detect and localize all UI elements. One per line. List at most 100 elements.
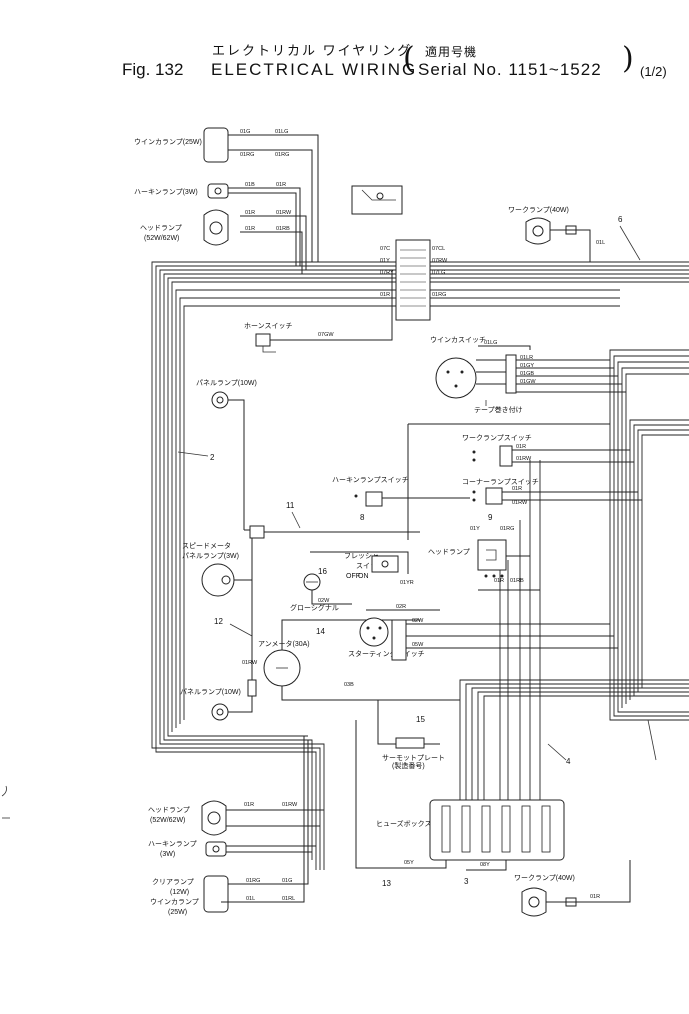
svg-text:07GW: 07GW [318,332,334,338]
svg-text:01R: 01R [590,894,600,900]
svg-text:01G: 01G [240,129,250,135]
svg-text:02W: 02W [318,598,330,604]
svg-text:01R: 01R [512,486,522,492]
svg-text:01R: 01R [380,292,390,298]
svg-text:01RB: 01RB [276,226,290,232]
svg-text:01RG: 01RG [432,292,446,298]
clear-lamp-label: クリアランプ [152,878,194,886]
winker-lamp-bottom-label: ウインカランプ [150,898,199,906]
margin-marks [1,785,10,819]
work-lamp-top-label: ワークランプ(40W) [508,206,569,214]
top-connector: 07C 07CL 01Y 07RW 07RY 07LG 01R 01RG [351,185,448,321]
svg-text:02W: 02W [412,618,424,624]
panel-lamp-lower: パネルランプ(10W) 01RW [180,560,258,721]
svg-text:01GW: 01GW [520,379,536,385]
speed-meter: スピードメータ パネルランプ(3W) [182,538,253,597]
svg-text:3: 3 [464,877,469,886]
svg-text:01L: 01L [246,896,255,902]
flasher-off-label: OFF [346,573,360,580]
main-harness-left [151,261,689,870]
svg-text:01R: 01R [245,210,255,216]
svg-text:01YR: 01YR [400,580,414,586]
svg-text:4: 4 [566,757,571,766]
japanese-title: エレクトリカル ワイヤリング [212,43,413,58]
svg-text:12: 12 [214,617,223,626]
fuse-box: ヒューズボックス 05Y 08Y 13 3 4 [355,719,657,888]
corner-lamp-switch-label: コーナーランプスイッチ [462,478,539,486]
horn-lamp-bottom-rating: (3W) [160,851,175,858]
svg-text:14: 14 [316,627,325,636]
svg-text:01R: 01R [494,578,504,584]
horn-lamp-switch-label: ハーキンランプスイッチ [332,476,409,484]
head-lamp-bottom: ヘッドランプ (52W/62W) 01R 01RW [148,800,324,836]
svg-text:8: 8 [360,513,365,522]
svg-text:07CL: 07CL [432,246,445,252]
japanese-applicable-note: 適用号機 [425,45,478,59]
figure-number: Fig. 132 [122,60,184,79]
work-lamp-bottom: ワークランプ(40W) 01R [514,860,631,917]
speed-meter-label: スピードメータ [182,541,231,550]
flasher-on-label: ON [358,573,369,580]
svg-text:01R: 01R [276,182,286,188]
svg-text:08Y: 08Y [480,862,490,868]
work-lamp-switch-label: ワークランプスイッチ [462,434,532,442]
svg-text:01RW: 01RW [282,802,298,808]
svg-text:01L: 01L [596,240,605,246]
winker-switch-label: ウインカスイッチ [430,336,486,344]
right-harness [609,349,689,721]
svg-text:01RG: 01RG [275,152,289,158]
horn-switch-label: ホーンスイッチ [244,322,293,330]
svg-text:01Y: 01Y [380,258,390,264]
svg-text:01LG: 01LG [275,129,288,135]
horn-lamp-top: ハーキンランプ(3W) 01B 01R [134,182,286,199]
flasher-label: フレッシャ [344,552,379,560]
svg-text:01G: 01G [282,878,292,884]
svg-text:13: 13 [382,879,391,888]
starting-switch-label: スターティングスイッチ [348,649,425,658]
svg-text:01R: 01R [244,802,254,808]
svg-text:03B: 03B [344,682,354,688]
svg-text:9: 9 [488,513,493,522]
horn-lamp-bottom-label: ハーキンランプ [148,840,197,848]
close-paren: ) [622,41,634,76]
work-lamp-bottom-label: ワークランプ(40W) [514,874,575,882]
svg-text:01GY: 01GY [520,363,534,369]
svg-text:15: 15 [416,715,425,724]
head-lamp-top: ヘッドランプ (52W/62W) 01R 01RW 01R 01RB [140,209,292,246]
flasher: フレッシャ スイッチ OFF ON 16 01YR [310,551,414,586]
head-lamp-top-label: ヘッドランプ [140,224,182,232]
thermo-plate: 15 サーモットプレート (製造番号) [377,700,445,770]
svg-text:01RG: 01RG [500,526,514,532]
svg-text:01RB: 01RB [510,578,524,584]
thermo-plate-label: サーモットプレート [382,754,445,762]
svg-text:01R: 01R [516,444,526,450]
clear-lamp-rating: (12W) [170,889,189,896]
svg-text:2: 2 [210,453,215,462]
top-lamp-wires [228,134,319,274]
head-lamp-switch: ヘッドランプ 01R 01RB [428,539,540,591]
winker-switch: ウインカスイッチ 01LG 01LR 01GY 01GB 01GW テープ巻き付… [430,336,626,414]
head-lamp-switch-label: ヘッドランプ [428,548,470,556]
horn-switch: ホーンスイッチ 07GW [244,270,393,353]
english-title: ELECTRICAL WIRING [211,60,418,79]
tape-note: テープ巻き付け [474,405,523,414]
svg-text:05W: 05W [412,642,424,648]
page-indicator: (1/2) [640,64,667,79]
panel-lamp-lower-label: パネルランプ(10W) [180,688,241,696]
winker-lamp-bottom-rating: (25W) [168,909,187,916]
head-lamp-bottom-rating: (52W/62W) [150,817,185,824]
open-paren: ( [403,41,415,76]
svg-text:01RW: 01RW [512,500,528,506]
winker-lamp-top-label: ウインカランプ(25W) [134,138,202,146]
junction-connector: 11 01Y 01RG [244,501,514,539]
svg-text:01RL: 01RL [282,896,295,902]
title-block: エレクトリカル ワイヤリング ( 適用号機 Fig. 132 ELECTRICA… [0,0,689,90]
svg-text:07C: 07C [380,246,390,252]
horn-lamp-switch: ハーキンランプスイッチ 8 [332,476,470,522]
svg-text:01RG: 01RG [246,878,260,884]
ammeter-label: アンメータ(30A) [258,639,310,648]
winker-lamp-top: ウインカランプ(25W) 01G 01LG 01RG 01RG [134,127,289,163]
svg-text:07RW: 07RW [432,258,448,264]
svg-text:07RY: 07RY [380,270,394,276]
